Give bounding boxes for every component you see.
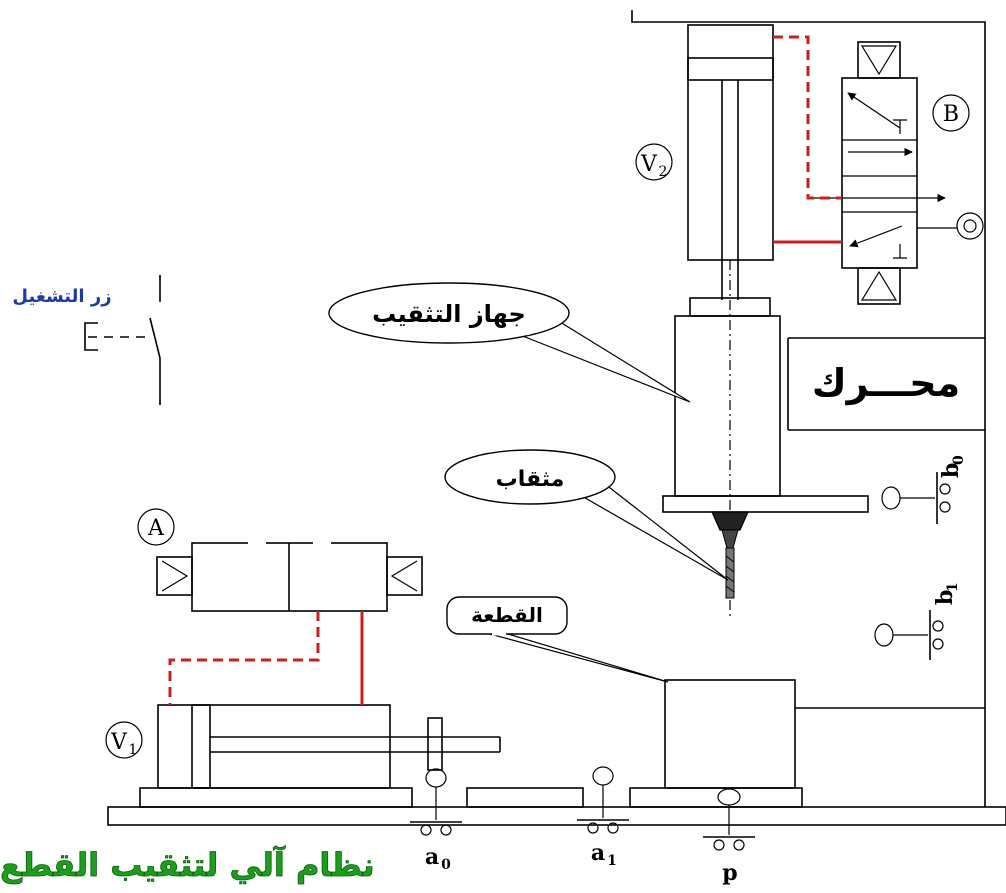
svg-text:2: 2 (659, 164, 668, 180)
label-cylinder-v1: V 1 (105, 721, 143, 759)
svg-text:A: A (147, 516, 165, 541)
label-workpiece: القطعة (471, 603, 543, 627)
label-cylinder-v2: V 2 (635, 143, 673, 181)
svg-text:b: b (938, 463, 964, 478)
sensor-a0 (410, 768, 462, 836)
label-sensor-b1: b 1 (932, 582, 961, 605)
svg-text:1: 1 (129, 742, 138, 758)
sensor-a1 (577, 766, 629, 834)
sensor-b1 (874, 610, 944, 660)
svg-text:0: 0 (951, 455, 967, 465)
label-valve-a: A (137, 508, 175, 546)
label-motor: محـــرك (812, 361, 960, 405)
callout-drill-bit: مثقاب (444, 449, 729, 581)
cylinder-v1 (157, 704, 501, 789)
sensor-b0 (881, 472, 951, 524)
svg-text:a: a (591, 840, 605, 866)
label-valve-b: B (932, 94, 970, 132)
valve-b (812, 41, 984, 305)
svg-text:a: a (425, 844, 439, 870)
start-button-switch[interactable] (84, 275, 161, 405)
label-start-button: زر التشغيل (12, 286, 111, 307)
drilling-head (662, 297, 869, 599)
svg-text:V: V (640, 152, 658, 177)
svg-text:0: 0 (441, 857, 451, 873)
svg-text:b: b (932, 590, 958, 605)
sensor-p (703, 788, 755, 851)
label-sensor-p: p (722, 860, 737, 886)
label-sensor-a0: a 0 (425, 844, 451, 873)
svg-text:B: B (943, 102, 959, 127)
svg-text:V: V (110, 730, 128, 755)
label-sensor-b0: b 0 (938, 455, 967, 478)
workpiece (664, 679, 796, 789)
svg-text:1: 1 (607, 853, 617, 869)
callout-workpiece: القطعة (446, 596, 669, 683)
valve-a (156, 537, 423, 612)
diagram-title: نظام آلي لتثقيب القطع (0, 845, 375, 884)
svg-text:1: 1 (945, 582, 961, 592)
label-drilling-device: جهاز التثقيب (372, 300, 526, 328)
label-sensor-a1: a 1 (591, 840, 617, 869)
callout-drilling-device: جهاز التثقيب (328, 282, 691, 403)
label-drill-bit: مثقاب (496, 467, 565, 492)
base-plates (107, 787, 1006, 826)
machine-frame (631, 10, 986, 807)
